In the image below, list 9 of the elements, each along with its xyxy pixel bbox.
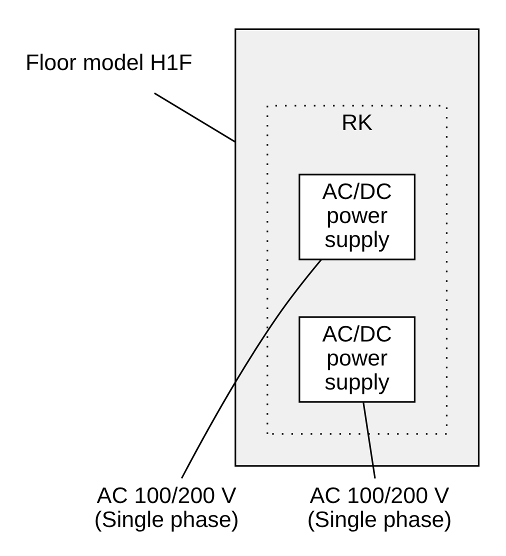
node-box: AC/DC power supply <box>298 316 416 403</box>
node-text: AC 100/200 V (Single phase) <box>94 483 239 532</box>
cluster <box>234 28 480 467</box>
node-text: AC 100/200 V (Single phase) <box>307 483 452 532</box>
node-box: AC/DC power supply <box>298 174 416 260</box>
connector <box>180 259 322 479</box>
connector <box>154 92 236 143</box>
connector <box>362 402 376 479</box>
node-text: Floor model H1F <box>25 50 192 76</box>
